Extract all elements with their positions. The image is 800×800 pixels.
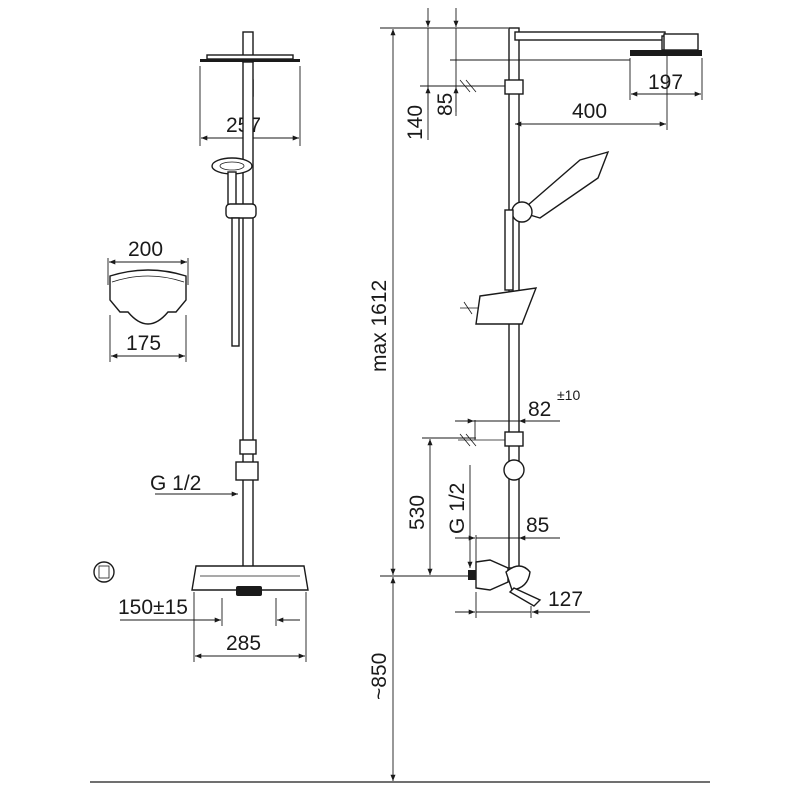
thermostat-mixer-front — [191, 565, 309, 596]
dim-shelf-width-bottom: 175 — [126, 332, 161, 355]
wall-connection-icon — [93, 561, 115, 583]
dim-arm-projection: 400 — [572, 100, 607, 123]
shower-arm — [514, 31, 666, 41]
dim-inlet-spacing: 150±15 — [118, 596, 188, 619]
dim-lower-bracket-depth: 82 — [528, 398, 551, 421]
hand-shower-side — [504, 150, 610, 291]
dim-floor-height: ~850 — [368, 653, 391, 700]
dim-max-height: max 1612 — [368, 280, 391, 372]
dim-inlet-to-bracket-height: 530 — [406, 495, 429, 530]
dim-bracket-offset: 85 — [434, 93, 457, 116]
side-view: max 1612 ~850 140 85 197 400 82 ±10 — [368, 8, 703, 781]
label-inlet-thread-side: G 1/2 — [446, 483, 469, 534]
dim-bar-projection: 85 — [526, 514, 549, 537]
soap-shelf-side — [460, 287, 538, 325]
dim-lower-bracket-tolerance: ±10 — [557, 387, 580, 403]
shower-rail — [242, 61, 254, 568]
head-shower-side — [630, 33, 702, 56]
dim-thermostat-width: 285 — [226, 632, 261, 655]
hand-shower-front — [211, 157, 257, 347]
dim-mixer-projection: 127 — [548, 588, 583, 611]
dim-top-offset: 140 — [404, 105, 427, 140]
thermostat-mixer-side — [468, 559, 542, 607]
front-view: 257 200 175 G 1/2 — [93, 31, 309, 662]
dim-head-shower-diameter: 197 — [648, 71, 683, 94]
dim-shelf-width-top: 200 — [128, 238, 163, 261]
soap-shelf — [109, 269, 187, 325]
label-inlet-thread-front: G 1/2 — [150, 472, 201, 495]
